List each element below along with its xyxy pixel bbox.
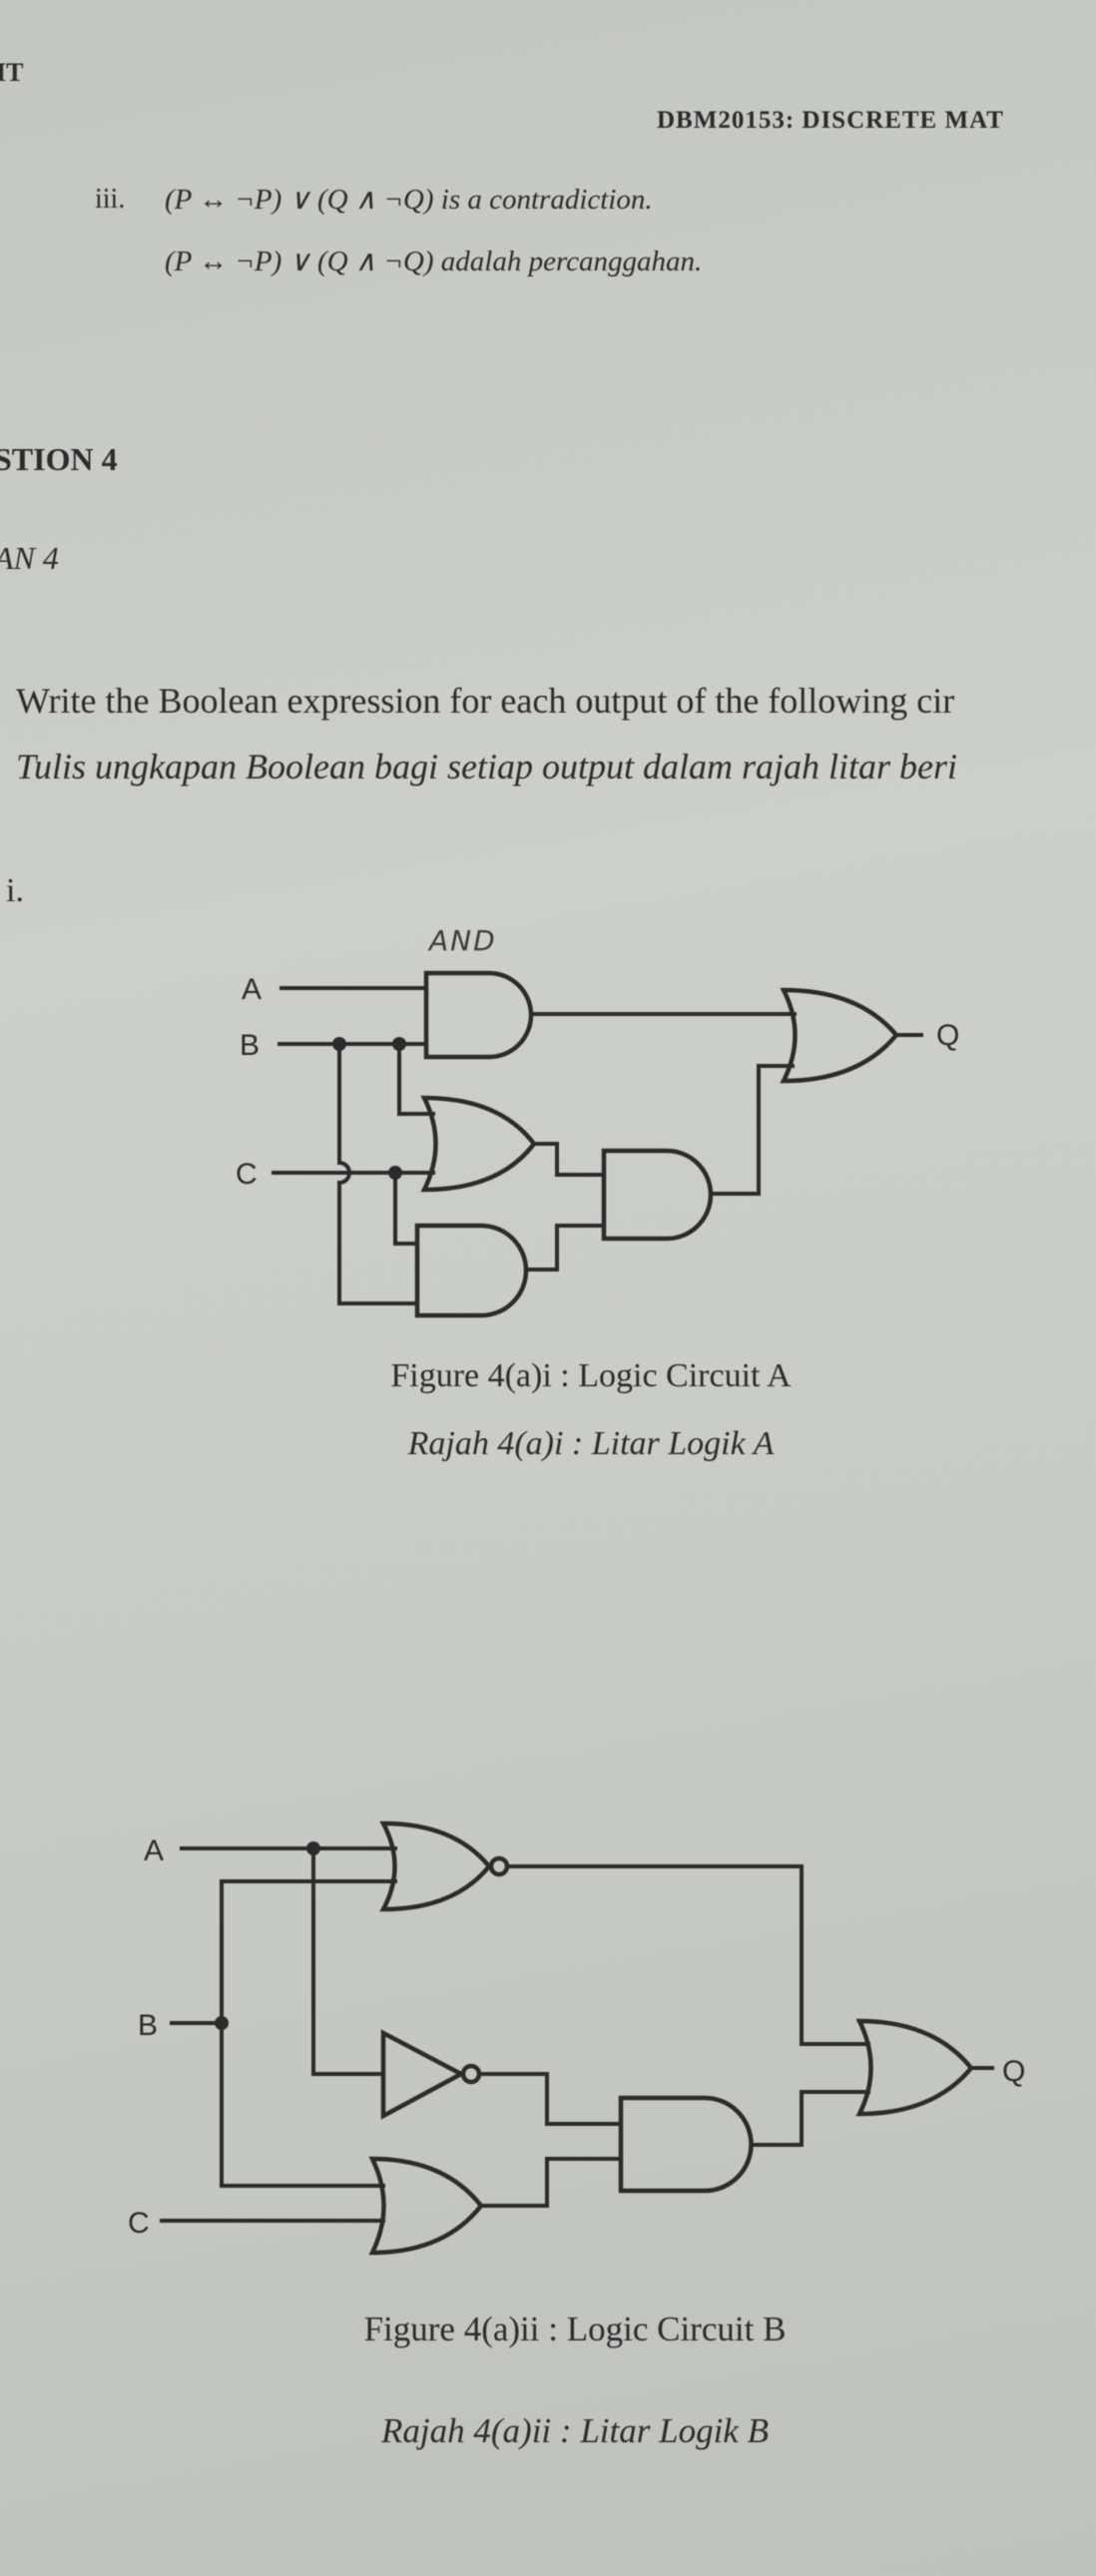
part-number: i.: [6, 872, 24, 909]
and-gate: [618, 2095, 754, 2194]
junction-dot: [215, 2016, 229, 2030]
logic-circuit-b: A B C Q: [128, 1820, 1025, 2256]
course-title: DBM20153: DISCRETE MAT: [657, 107, 1004, 134]
question-heading: STION 4: [0, 441, 118, 477]
or-gate: [780, 987, 899, 1084]
handwritten-and-note: AND: [427, 924, 497, 957]
wire: [711, 1064, 795, 1196]
input-a-label: A: [144, 1834, 164, 1867]
instruction-english: Write the Boolean expression for each ou…: [16, 681, 955, 721]
statement-english: (P ↔ ¬P) ∨ (Q ∧ ¬Q) is a contradiction.: [165, 184, 653, 216]
instruction-malay: Tulis ungkapan Boolean bagi setiap outpu…: [16, 747, 958, 786]
figure-a-caption: Figure 4(a)i : Logic Circuit A: [390, 1357, 792, 1394]
wire: [311, 1848, 383, 2076]
or-gate: [420, 1095, 537, 1193]
junction-dot: [332, 1037, 346, 1051]
input-b-label: B: [240, 1029, 260, 1062]
wire: [526, 1224, 604, 1272]
input-c-label: C: [236, 1158, 258, 1191]
or-gate: [368, 2156, 484, 2256]
not-gate: [380, 2029, 466, 2120]
and-gate: [423, 970, 534, 1060]
wire: [337, 1044, 417, 1305]
output-q-label: Q: [936, 1019, 959, 1052]
input-a-label: A: [242, 973, 262, 1006]
junction-dot: [388, 1166, 402, 1180]
or-gate: [855, 2018, 974, 2117]
figure-b-caption: Figure 4(a)ii : Logic Circuit B: [363, 2310, 787, 2348]
nor-gate: [379, 1820, 492, 1912]
wire: [751, 2090, 870, 2147]
figure-b-caption-malay: Rajah 4(a)ii : Litar Logik B: [381, 2411, 769, 2450]
header-fragment: IT: [0, 58, 24, 87]
junction-dot: [306, 1841, 320, 1855]
output-q-label: Q: [1002, 2055, 1025, 2088]
input-c-label: C: [128, 2207, 150, 2240]
wire: [534, 1142, 604, 1177]
junction-dot: [392, 1037, 406, 1051]
wire: [397, 1044, 435, 1116]
input-b-label: B: [138, 2009, 158, 2042]
wire: [480, 2072, 621, 2126]
figure-a-caption-malay: Rajah 4(a)i : Litar Logik A: [407, 1425, 775, 1462]
statement-malay-text: adalah percanggahan.: [433, 246, 703, 277]
logic-circuit-a: AND A B C Q: [236, 924, 959, 1318]
and-gate: [601, 1148, 714, 1242]
wire: [220, 1879, 397, 2188]
item-number: iii.: [95, 184, 126, 215]
wire: [509, 1864, 870, 2046]
nor-bubble: [488, 1855, 510, 1877]
question-heading-malay: AN 4: [0, 540, 59, 576]
wire: [393, 1173, 417, 1246]
and-gate: [414, 1223, 529, 1318]
statement-malay-expression: (P ↔ ¬P) ∨ (Q ∧ ¬Q): [165, 246, 434, 277]
statement-malay: (P ↔ ¬P) ∨ (Q ∧ ¬Q) adalah percanggahan.: [165, 248, 702, 276]
not-bubble: [460, 2063, 482, 2085]
wire: [481, 2157, 621, 2208]
